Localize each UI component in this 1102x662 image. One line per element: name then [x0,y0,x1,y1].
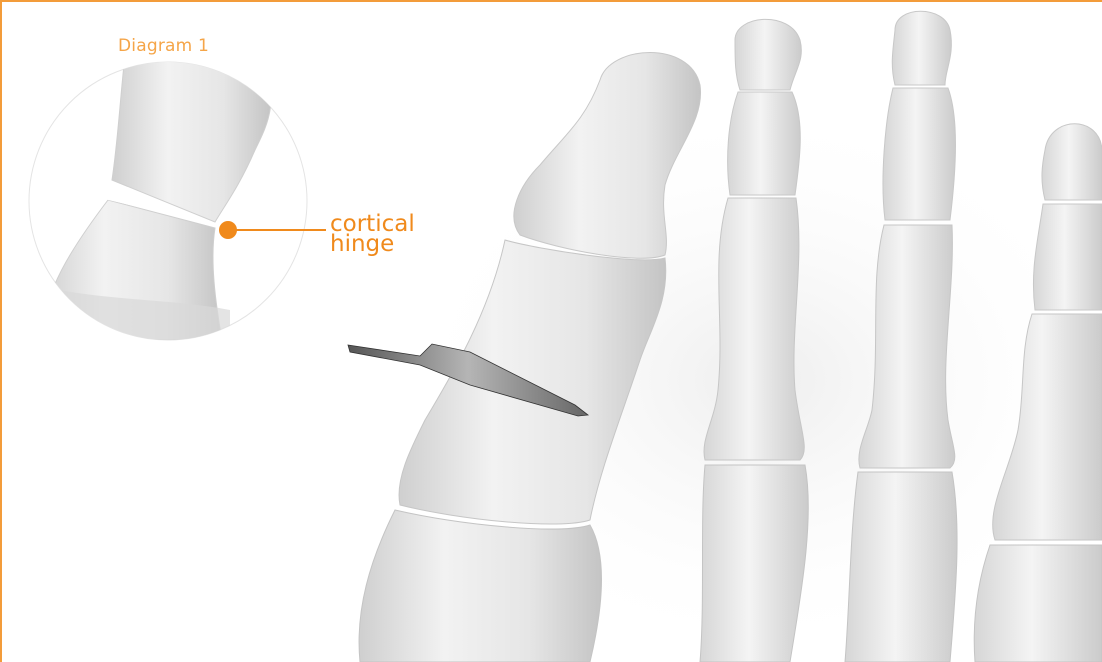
hinge-label-line2: hinge [330,234,470,254]
fourth-toe-distal [1042,124,1102,200]
fourth-toe-middle [1033,204,1102,310]
hallux-metatarsal [359,510,602,662]
magnified-inset [29,53,326,345]
third-toe-distal [892,11,951,85]
second-toe-distal [735,19,801,90]
cortical-hinge-marker [219,221,237,239]
second-toe-middle [728,92,801,195]
cortical-hinge-label: cortical hinge [330,214,470,254]
fourth-metatarsal [974,545,1102,662]
third-metatarsal [845,472,957,662]
diagram-title: Diagram 1 [118,36,209,56]
third-toe-middle [883,88,955,220]
second-metatarsal [700,465,808,662]
